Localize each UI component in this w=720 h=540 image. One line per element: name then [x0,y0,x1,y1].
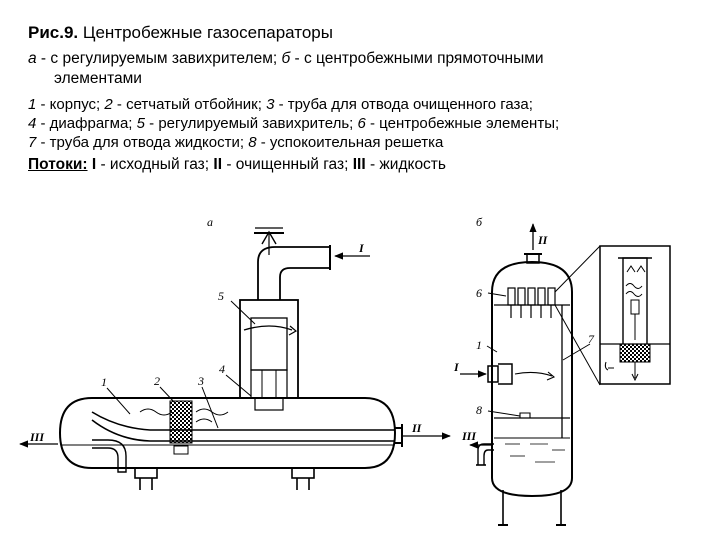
legend-num: 6 [357,115,366,132]
variant-a-key: а [28,50,37,67]
figure-caption: Рис.9. Центробежные газосепараторы а - с… [28,22,708,175]
flow-I-label: I [453,360,460,374]
clean-gas-pipe [91,411,395,431]
flow-III-label: III [461,429,477,443]
legend-line-3: 7 - труба для отвода жидкости; 8 - успок… [28,133,708,152]
flow-text: - жидкость [365,156,446,173]
flow-II-label: II [411,421,423,435]
figure-title: Центробежные газосепараторы [78,23,333,42]
vessel-body [58,397,397,469]
flows-legend: Потоки: I - исходный газ; II - очищенный… [28,155,708,175]
callout-8: 8 [476,403,482,417]
support-left [134,467,158,479]
callout-2: 2 [154,374,160,388]
support-right [291,467,315,479]
caption-subtitle: а - с регулируемым завихрителем; б - с ц… [28,49,708,89]
figure-number: Рис.9. [28,23,79,42]
legend-num: 8 [248,134,257,151]
vertical-separator [460,223,671,526]
legend-num: 1 [28,96,37,113]
flows-label: Потоки: [28,156,88,173]
legend-text: - центробежные элементы; [365,115,560,132]
centrifugal-elements [507,287,556,318]
caption-title: Рис.9. Центробежные газосепараторы [28,22,708,44]
flow-text: - исходный газ; [96,156,214,173]
callout-1: 1 [101,375,107,389]
drawing-a-labels: а 1 2 3 4 5 I II III [29,215,423,444]
legend-text: - корпус; [36,96,105,113]
variant-b-key: б [281,50,291,67]
drawing-b-label: б [476,215,483,229]
detail-inset [599,245,671,385]
legend-num: 2 [104,96,113,113]
legend-num: 7 [28,134,37,151]
drawing-a-label: а [207,215,213,229]
legend-line-2: 4 - диафрагма; 5 - регулируемый завихрит… [28,114,708,133]
inlet-pipe [257,246,330,300]
callout-7: 7 [588,332,595,346]
flow-text: - очищенный газ; [222,156,353,173]
callout-1: 1 [476,338,482,352]
mesh-demister [169,400,193,444]
callout-3: 3 [197,374,204,388]
flow-key: III [352,156,366,173]
legend-text: - труба для отвода очищенного газа; [274,96,533,113]
legend-line-1: 1 - корпус; 2 - сетчатый отбойник; 3 - т… [28,95,708,114]
callout-4: 4 [219,362,225,376]
callout-5: 5 [218,289,224,303]
legend-num: 4 [28,115,37,132]
callout-6: 6 [476,286,482,300]
legend-num: 3 [266,96,275,113]
variant-b-text: - с центробежными прямоточными [290,50,544,67]
flow-II-label: II [537,233,549,247]
horizontal-separator [19,227,451,490]
drawing-b-labels: б 6 1 7 8 II I III [453,215,595,443]
legend-text: - регулируемый завихритель; [144,115,358,132]
vessel-shell [491,260,573,498]
legend-text: - диафрагма; [36,115,137,132]
swirler-housing [239,299,299,399]
flow-III-label: III [29,430,45,444]
variant-a-text: - с регулируемым завихрителем; [36,50,282,67]
flow-I-label: I [358,241,365,255]
legend-text: - труба для отвода жидкости; [36,134,249,151]
flow-key: I [87,156,97,173]
variant-b-text-cont: элементами [54,70,142,87]
legend-text: - сетчатый отбойник; [112,96,267,113]
legend-text: - успокоительная решетка [256,134,444,151]
legend-num: 5 [136,115,145,132]
liquid-drain [92,439,127,473]
flow-key: II [213,156,223,173]
